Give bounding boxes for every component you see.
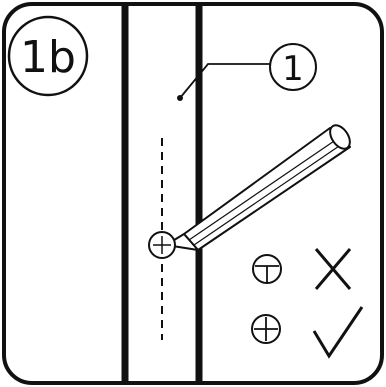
callout-leader-line: [179, 63, 270, 99]
callout-number: 1: [282, 49, 304, 89]
correct-crosshair-icon: [251, 314, 281, 344]
step-badge: 1b: [7, 15, 89, 97]
callout-target-dot: [177, 95, 183, 101]
crosshair-mark: [148, 231, 176, 259]
check-icon: [312, 306, 364, 359]
callout-badge: 1: [269, 43, 317, 91]
cross-icon: [314, 248, 352, 290]
step-label: 1b: [20, 32, 76, 83]
diagram-frame: [2, 2, 384, 385]
incorrect-crosshair-icon: [252, 254, 282, 284]
